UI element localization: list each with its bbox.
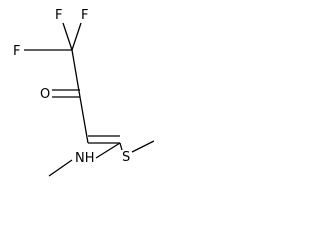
bond-cf-top-right [71,22,82,51]
bond-c-s [119,142,123,151]
atom-label-oxygen: O [40,87,50,102]
atom-label-fluorine-left: F [13,44,20,59]
atom-label-sulfur: S [122,150,130,165]
atom-label-fluorine-top-right: F [81,8,88,23]
chemical-structure-diagram: F F F O NH S [13,8,154,177]
bond-s-methyl [131,140,154,153]
atom-label-fluorine-top-left: F [55,8,62,23]
bond-cf-top-left [62,22,73,51]
bond-n-methyl [48,159,73,177]
bond-cf3-carbonyl [71,49,81,98]
bond-carbonyl-vinyl [79,96,89,144]
atom-label-nitrogen: NH [75,151,95,166]
bond-c-n [95,142,121,159]
